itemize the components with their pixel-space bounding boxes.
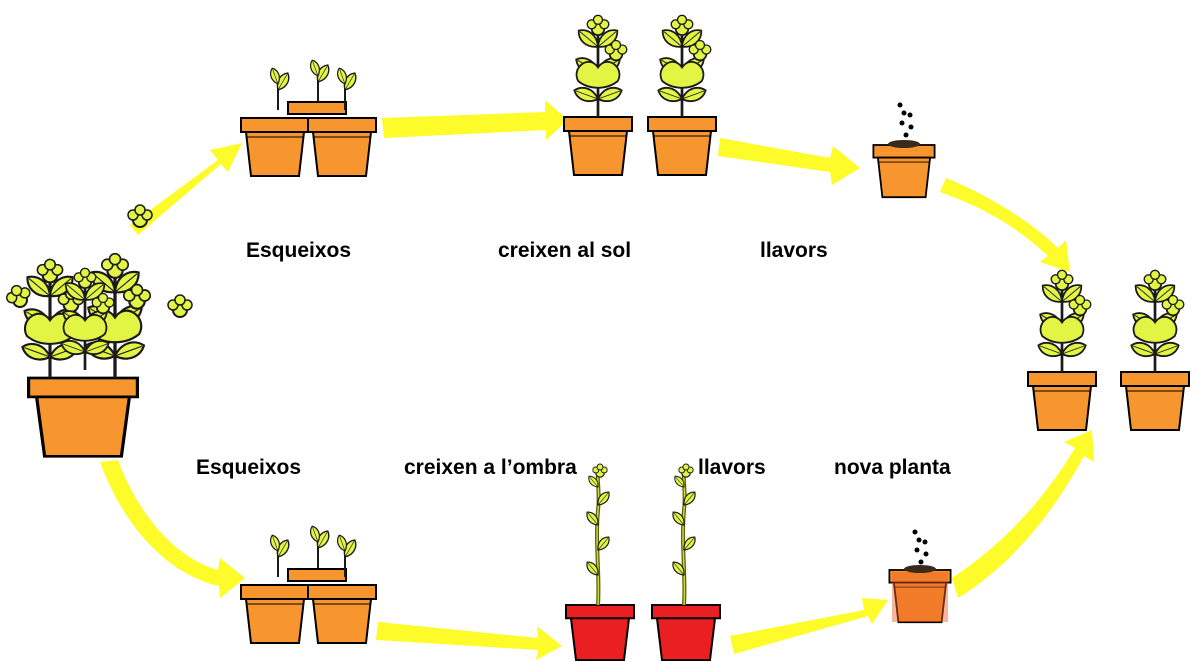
label-top-cuttings: Esqueixos (246, 239, 352, 262)
label-bottom-cuttings: Esqueixos (196, 456, 302, 479)
arrow-mother-to-top-cuttings (130, 143, 242, 235)
arrow-sun-to-top-seeds (718, 138, 860, 185)
label-bottom-seeds: llavors (698, 456, 766, 479)
label-top-seeds: llavors (760, 239, 828, 262)
bottom-cuttings-pots (240, 525, 377, 644)
top-seeds-pot (872, 102, 936, 199)
arrow-bottom-cuttings-to-shade (376, 622, 562, 660)
top-cuttings-pots (240, 59, 377, 177)
mother-plant (2, 204, 193, 458)
label-grow-in-shade: creixen a l’ombra (404, 456, 577, 479)
arrow-shade-to-bottom-seeds (730, 598, 888, 654)
label-grow-in-sun: creixen al sol (498, 239, 632, 262)
label-new-plant: nova planta (834, 456, 951, 479)
arrow-mother-to-bottom-cuttings (100, 460, 245, 598)
arrows-group (100, 100, 1094, 660)
arrow-bottom-seeds-to-new-plant (952, 430, 1094, 598)
arrow-top-seeds-to-new-plant (940, 178, 1070, 272)
bottom-seeds-pot (888, 529, 952, 624)
shade-grown-plants (565, 464, 721, 662)
arrow-top-cuttings-to-sun (382, 100, 568, 140)
new-plants (1027, 270, 1190, 431)
sun-grown-plants (563, 15, 717, 176)
